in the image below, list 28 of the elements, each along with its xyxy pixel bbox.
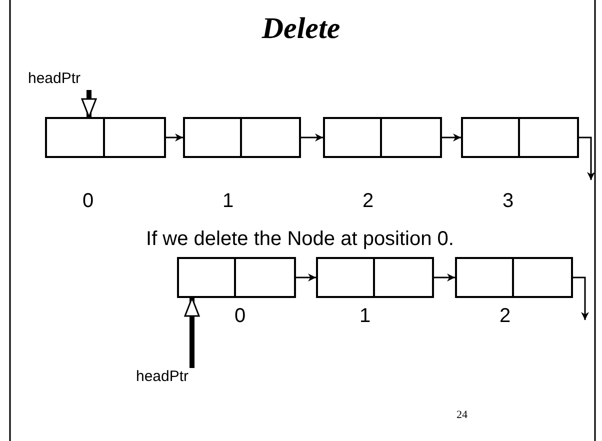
pointer-arrow — [81, 90, 97, 118]
link-arrow — [434, 274, 455, 282]
position-number: 1 — [359, 305, 371, 328]
node-label: headPtr — [28, 70, 81, 87]
list-node-box — [461, 117, 579, 158]
list-node-box — [177, 257, 296, 298]
list-node-box — [45, 117, 166, 158]
link-arrow — [296, 274, 316, 282]
link-arrow — [579, 136, 595, 180]
page-number: 24 — [456, 409, 468, 421]
list-node-box — [323, 117, 442, 158]
caption-text: If we delete the Node at position 0. — [146, 228, 454, 251]
node-label: headPtr — [136, 368, 189, 385]
position-number: 3 — [502, 190, 514, 213]
position-number: 0 — [234, 305, 246, 328]
list-node-box — [455, 257, 573, 298]
pointer-arrow — [184, 297, 200, 368]
position-number: 1 — [222, 190, 234, 213]
list-node-box — [316, 257, 434, 298]
position-number: 2 — [362, 190, 374, 213]
slide-title: Delete — [262, 12, 340, 45]
link-arrow — [301, 134, 323, 142]
link-arrow — [442, 134, 461, 142]
position-number: 2 — [499, 305, 511, 328]
link-arrow — [166, 134, 183, 142]
link-arrow — [573, 276, 589, 320]
list-node-box — [183, 117, 301, 158]
position-number: 0 — [82, 190, 94, 213]
